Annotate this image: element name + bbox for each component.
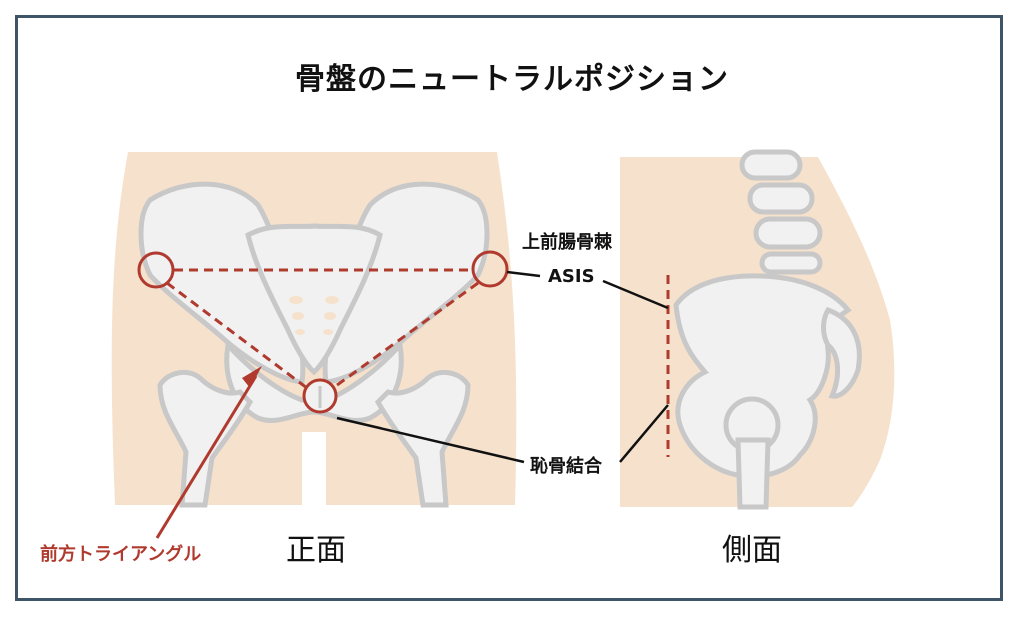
side-view-caption: 側面 xyxy=(722,533,782,568)
side-view xyxy=(602,149,895,510)
anterior-triangle xyxy=(166,268,479,390)
triangle-arrow-shaft xyxy=(155,375,258,539)
pubic-leader-line xyxy=(336,416,525,464)
side-sacrum-hook xyxy=(821,306,862,399)
left-femur xyxy=(157,369,254,508)
lumbar-vertebrae xyxy=(739,149,823,275)
anterior-triangle-label: 前方トライアングル xyxy=(40,544,202,565)
side-ilium xyxy=(673,273,852,479)
pubic-ramus xyxy=(224,339,404,423)
pubic-symphysis-label: 恥骨結合 xyxy=(530,456,602,477)
triangle-arrow-head xyxy=(242,366,262,388)
front-view xyxy=(111,152,541,539)
front-crotch-gap xyxy=(302,432,326,507)
pubic-side-leader-line xyxy=(619,404,669,463)
asis-label: ASIS xyxy=(548,266,595,287)
sacral-foramina xyxy=(289,296,339,335)
right-asis-marker xyxy=(471,250,509,288)
side-femur-shaft xyxy=(735,437,771,510)
asis-side-leader-line xyxy=(602,279,669,310)
left-asis-marker xyxy=(137,251,175,289)
asis-leader-line xyxy=(506,270,541,278)
sacrum xyxy=(245,223,383,376)
asis-japanese-label: 上前腸骨棘 xyxy=(522,232,612,253)
front-view-caption: 正面 xyxy=(286,533,346,568)
diagram-title: 骨盤のニュートラルポジション xyxy=(295,62,729,97)
